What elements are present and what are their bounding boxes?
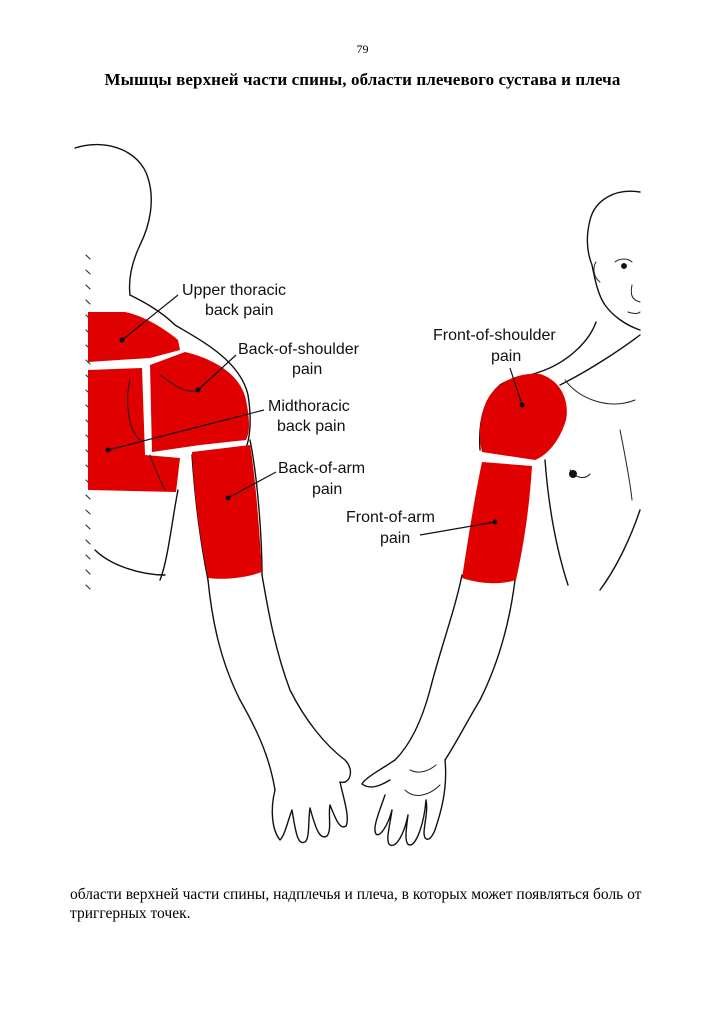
label-leader-lines xyxy=(105,294,525,536)
midthoracic-zone xyxy=(88,368,180,492)
label-back-of-shoulder-line1: Back-of-shoulder xyxy=(238,341,360,358)
page-number: 79 xyxy=(356,42,369,56)
front-view-forearm-outline xyxy=(394,574,516,761)
chest-contour xyxy=(564,379,636,501)
back-view-pain-zones xyxy=(88,312,262,579)
figure-caption: области верхней части спины, надплечья и… xyxy=(70,886,642,922)
label-upper-thoracic-line2: back pain xyxy=(205,302,274,319)
label-back-of-arm-line1: Back-of-arm xyxy=(278,460,365,477)
label-upper-thoracic-line1: Upper thoracic xyxy=(182,282,286,299)
back-of-shoulder-zone xyxy=(150,352,249,452)
back-view-head xyxy=(74,143,152,296)
upper-thoracic-zone xyxy=(88,312,180,362)
back-view-forearm-outline xyxy=(207,574,352,791)
label-midthoracic-line1: Midthoracic xyxy=(268,398,350,415)
back-view-hand xyxy=(271,781,349,844)
front-view-torso xyxy=(544,334,641,591)
front-view-hand xyxy=(361,759,447,847)
label-front-of-arm-line1: Front-of-arm xyxy=(346,509,435,526)
back-view-torso-side xyxy=(94,489,179,581)
page-title: Мышцы верхней части спины, области плече… xyxy=(104,70,621,89)
palm-lines xyxy=(404,764,441,796)
back-of-arm-zone xyxy=(192,445,262,579)
label-back-of-arm-line2: pain xyxy=(312,481,342,498)
label-front-of-shoulder-line1: Front-of-shoulder xyxy=(433,327,556,344)
label-front-of-shoulder-line2: pain xyxy=(491,348,521,365)
label-front-of-arm-line2: pain xyxy=(380,530,410,547)
label-back-of-shoulder-line2: pain xyxy=(292,361,322,378)
front-view-head xyxy=(586,190,641,331)
front-of-shoulder-zone xyxy=(479,373,567,460)
nipple xyxy=(569,470,577,478)
label-midthoracic-line2: back pain xyxy=(277,418,346,435)
front-view-pain-zones xyxy=(462,373,567,584)
face-features xyxy=(593,258,641,314)
back-view-shoulder-outline xyxy=(129,294,251,451)
